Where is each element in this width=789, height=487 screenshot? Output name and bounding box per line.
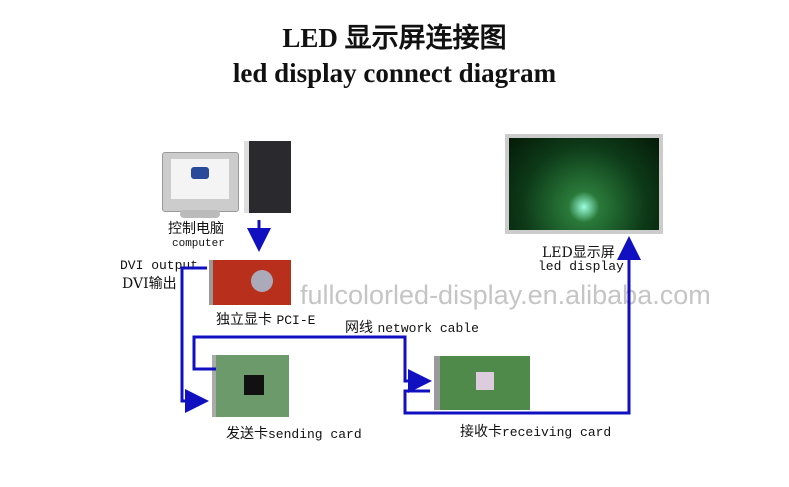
network-cn-label: 网线 [345, 320, 373, 336]
receiving-en-label: receiving card [502, 425, 612, 440]
receiving-cn-label: 接收卡 [460, 424, 502, 440]
led-display-image [505, 134, 663, 234]
computer-cn-label: 控制电脑 [168, 221, 224, 237]
sending-en-label: sending card [268, 427, 362, 442]
computer-en-label: computer [172, 238, 225, 250]
title-en: led display connect diagram [232, 58, 557, 88]
graphics-card-image [209, 260, 291, 305]
network-label: 网线 network cable [345, 317, 479, 337]
sending-card-image [212, 355, 289, 417]
gpu-en-label: PCI-E [276, 313, 316, 328]
receiving-to-led-arrow [403, 236, 641, 415]
led-cn-label: LED显示屏 [542, 245, 615, 261]
receiving-label: 接收卡receiving card [460, 421, 611, 441]
watermark: fullcolorled-display.en.alibaba.com [300, 280, 711, 310]
led-en-label: led display [538, 259, 624, 274]
receiving-card-image [434, 356, 530, 410]
title-cn: LED 显示屏连接图 [282, 23, 507, 53]
dvi-cable-arrow [180, 266, 209, 413]
monitor-icon [162, 152, 239, 212]
sending-cn-label: 发送卡 [226, 426, 268, 442]
sending-label: 发送卡sending card [226, 423, 362, 443]
monitor-stand [180, 210, 220, 218]
gpu-cn-label: 独立显卡 [216, 312, 272, 328]
network-cable-arrow [192, 335, 432, 393]
dvi-en-label: DVI output [120, 258, 199, 273]
gpu-label: 独立显卡 PCI-E [216, 309, 315, 329]
pc-tower-icon [244, 141, 291, 213]
network-en-label: network cable [377, 321, 479, 336]
dvi-cn-label: DVI输出 [122, 276, 177, 292]
